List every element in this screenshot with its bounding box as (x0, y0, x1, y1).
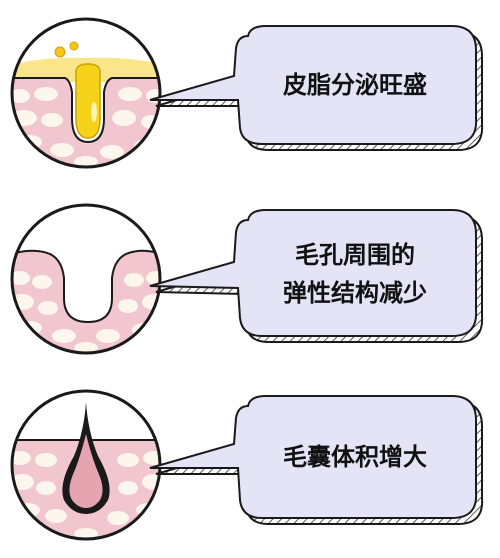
bubble-text: 皮脂分泌旺盛 (250, 66, 460, 104)
speech-bubble (149, 395, 478, 519)
panel-pore-illustration (10, 203, 484, 355)
speech-bubble (149, 209, 478, 337)
speech-bubble (149, 25, 478, 145)
caption-line: 毛囊体积增大 (283, 443, 427, 471)
magnifier-circle (10, 17, 162, 169)
panel-follicle: 毛囊体积增大 (0, 372, 500, 558)
caption-line: 毛孔周围的 (295, 241, 415, 269)
magnifier-circle (10, 203, 162, 355)
sebum-drop (75, 63, 101, 139)
bubble-text: 毛孔周围的 弹性结构减少 (250, 236, 460, 312)
bubble-text: 毛囊体积增大 (250, 438, 460, 476)
panel-sebum: 皮脂分泌旺盛 (0, 0, 500, 186)
skin-cross-section (12, 205, 160, 353)
caption-line: 皮脂分泌旺盛 (283, 71, 427, 99)
panel-follicle-illustration (10, 389, 484, 541)
bacteria-icon (54, 41, 79, 58)
panel-sebum-illustration (10, 17, 484, 169)
skin-cross-section (12, 19, 160, 167)
follicle-inner (69, 434, 103, 508)
caption-line: 弹性结构减少 (283, 279, 427, 307)
panel-pore: 毛孔周围的 弹性结构减少 (0, 186, 500, 372)
